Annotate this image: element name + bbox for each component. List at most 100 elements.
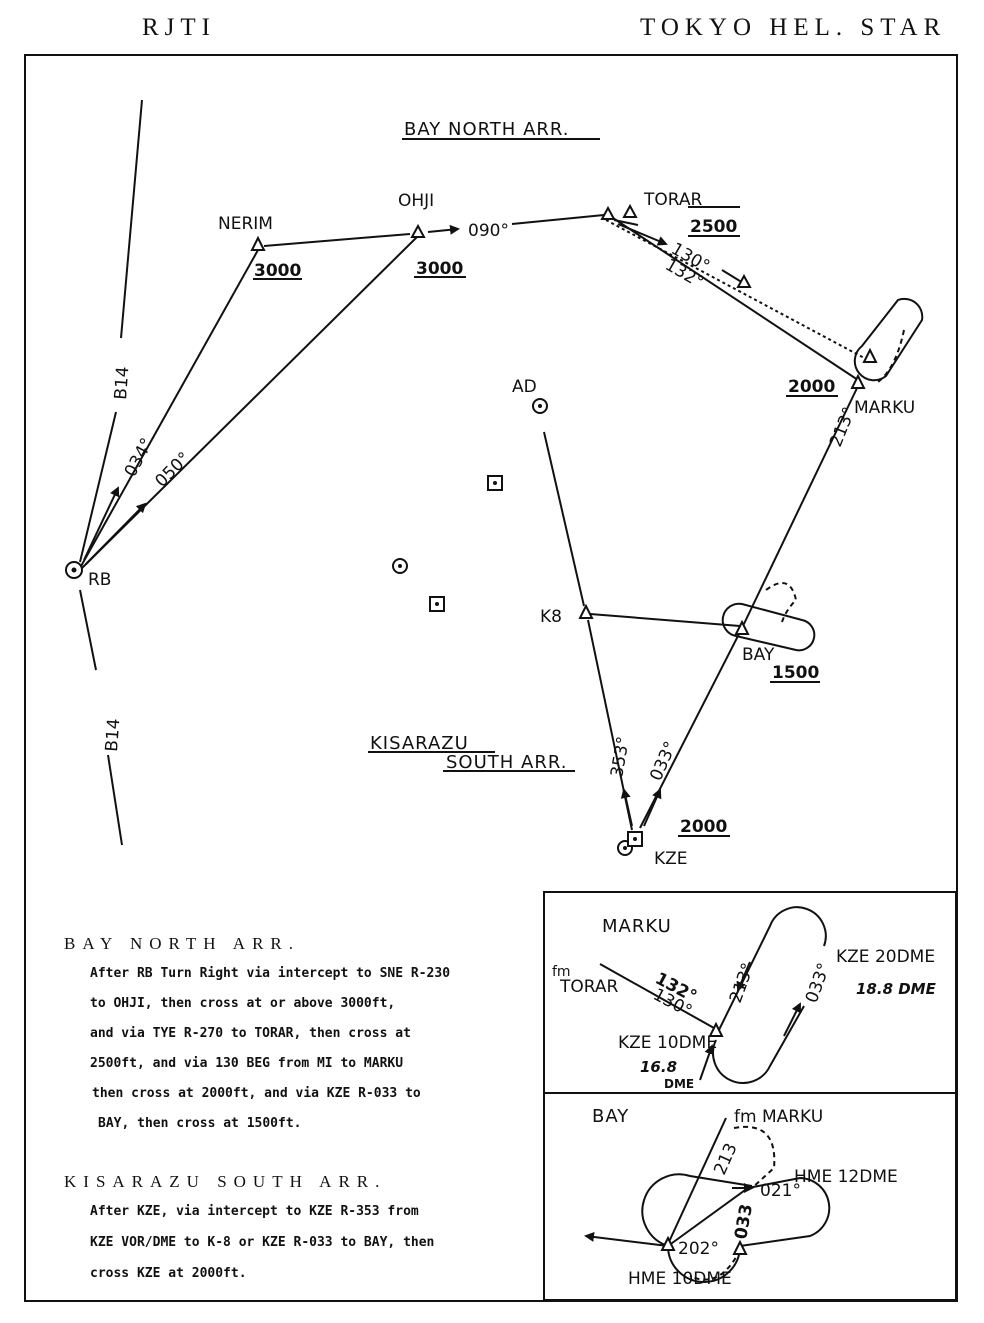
route-rb-ohji-arrow [85,502,147,565]
inset-marku-dme-188: 18.8 DME [856,980,937,998]
inset-marku-dme-20: KZE 20DME [836,947,935,967]
marku-hold-dashed [877,329,905,383]
fix-rb: RB [88,570,111,590]
alt-nerim: 3000 [254,261,301,281]
inset-marku-033: 033° [802,960,835,1005]
inset-bay-202: 202° [678,1239,719,1259]
route-ohji-arrow [427,224,460,235]
note-line: KZE VOR/DME to K-8 or KZE R-033 to BAY, … [90,1235,435,1250]
airway-b14-lower [107,754,123,846]
ohji-fix-icon [410,223,426,238]
route-kze-arrow-033 [643,788,662,827]
airway-label-b14-lower: B14 [102,718,124,753]
inset-frame [543,891,957,1301]
notes-bay-north-title: BAY NORTH ARR. [64,934,301,953]
fix-kze: KZE [654,849,688,869]
inset-bay-title: BAY [592,1106,629,1127]
bearing-353: 353° [607,735,634,779]
route-k8-bay [589,613,741,627]
inset-bay-021: 021° [760,1181,801,1201]
torar-fix-icon-2 [622,203,638,218]
inset-marku-hold [715,906,827,1037]
inset-marku-dme-arrow [699,1044,715,1081]
alt-bay: 1500 [772,663,819,683]
bay-hold [721,602,816,652]
chart-name: TOKYO HEL. STAR [640,14,947,41]
route-torar-arrow [617,223,668,246]
inset-bay-dme-10: HME 10DME [628,1269,732,1289]
note-line: to OHJI, then cross at or above 3000ft, [90,996,396,1011]
marku-hold-fix-icon [862,347,878,363]
note-line: and via TYE R-270 to TORAR, then cross a… [90,1026,411,1041]
inset-marku-dme-10: KZE 10DME [618,1033,717,1053]
note-line: 2500ft, and via 130 BEG from MI to MARKU [90,1056,404,1071]
kisarazu-title-2: SOUTH ARR. [446,752,567,773]
k8-fix-icon [578,603,594,619]
marku-hold [853,297,924,382]
inset-bay-inbound [667,1117,727,1245]
bearing-033: 033° [646,738,681,784]
note-line: After KZE, via intercept to KZE R-353 fr… [90,1204,419,1219]
chart-id: RJTI [142,14,216,41]
route-torar-arrow2 [613,219,639,226]
note-line: BAY, then cross at 1500ft. [98,1116,302,1131]
airway-label-b14-upper: B14 [111,366,133,401]
inset-marku-from: TORAR [559,977,619,997]
inset-bay-hold [641,1173,831,1283]
airway-b14-upper [120,99,143,339]
fix-torar: TORAR [643,190,703,210]
inset-bay-fix-icon [660,1235,676,1251]
inset-marku-dme-168: 16.8 [640,1058,677,1076]
inset-bay-213: 213 [710,1140,741,1178]
alt-ohji: 3000 [416,259,463,279]
inset-bay-from: fm MARKU [734,1107,823,1127]
inset-bay-hold-dashed [689,1125,776,1281]
note-line: After RB Turn Right via intercept to SNE… [90,966,451,981]
fix-k8: K8 [540,607,562,627]
route-rb-nerim [79,249,259,569]
notes-kisarazu-title: KISARAZU SOUTH ARR. [64,1172,387,1191]
route-torar-marku [609,215,859,381]
bay-north-title: BAY NORTH ARR. [404,119,569,140]
inset-marku-title: MARKU [602,916,672,937]
marku-fix-icon [850,373,866,389]
route-ad-k8 [543,431,585,607]
mid-fix-icon [736,273,752,288]
route-marku-bay [741,385,859,629]
inset-marku-213: 213° [726,960,759,1005]
alt-marku: 2000 [788,377,835,397]
inset-bay-dme-12: HME 12DME [794,1167,898,1187]
route-nerim-ohji [263,233,411,247]
airway-b14-mid2 [79,589,97,671]
bearing-034: 034° [121,435,158,481]
alt-kze: 2000 [680,817,727,837]
route-torar-alt [605,219,869,361]
inset-marku-fix-icon [708,1021,724,1037]
airway-b14-mid [79,411,117,563]
note-line: cross KZE at 2000ft. [90,1266,247,1281]
inset-marku-arrow-in [736,961,751,992]
chart-frame [24,54,958,1302]
fix-nerim: NERIM [218,214,273,234]
fix-bay: BAY [742,645,775,665]
route-kze-bay [639,631,741,829]
inset-marku-torar-track [599,963,715,1029]
bearing-050: 050° [151,448,194,491]
bay-hold-dashed [765,581,798,623]
inset-marku-arrow-out [783,1002,801,1037]
inset-marku-from-prefix: fm [552,964,571,980]
inset-marku-dme-word: DME [664,1077,694,1091]
bay-fix-icon [734,619,750,635]
route-ohji-torar [511,214,605,225]
alt-torar: 2500 [690,217,737,237]
inset-bay-fix-icon-2 [732,1239,748,1255]
inset-bay-outbound [584,1232,669,1247]
fix-ad: AD [512,377,537,397]
route-kze-arrow-353 [620,788,633,827]
route-rb-ohji [79,235,419,571]
inset-marku-hold-2 [712,1005,805,1084]
bearing-090: 090° [468,221,509,241]
fix-ohji: OHJI [398,191,434,211]
torar-fix-icon [600,205,616,220]
